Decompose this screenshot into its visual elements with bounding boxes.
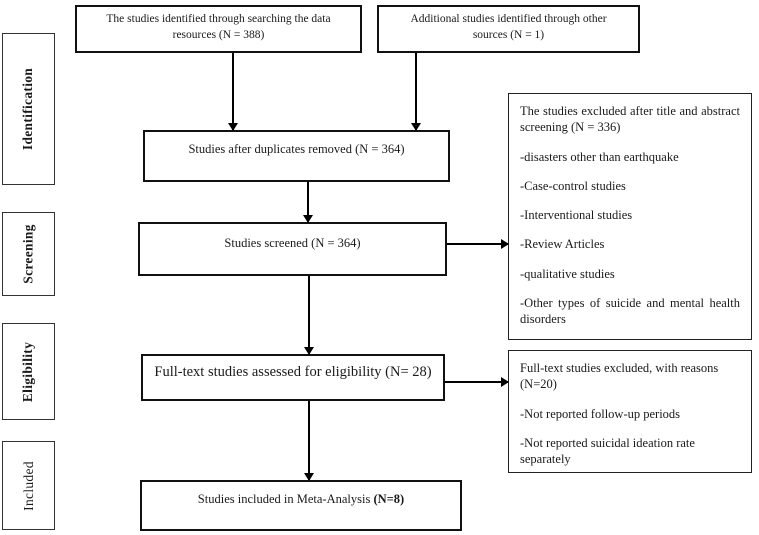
phase-label-text: Included: [20, 460, 36, 511]
box-additional-studies: Additional studies identified through ot…: [377, 5, 640, 53]
exclusion-item: -Not reported suicidal ideation rate sep…: [520, 435, 695, 466]
exclusion-header: The studies excluded after title and abs…: [520, 104, 740, 135]
arrow-screened-to-excluded: [447, 243, 508, 245]
box-excluded-fulltext: Full-text studies excluded, with reasons…: [508, 350, 752, 473]
phase-label-text: Identification: [20, 67, 36, 151]
exclusion-item: -Case-control studies: [520, 178, 626, 193]
phase-label-screening: Screening: [2, 212, 55, 296]
phase-label-included: Included: [2, 441, 55, 530]
box-text: Full-text studies assessed for eligibili…: [154, 364, 432, 380]
box-fulltext-assessed: Full-text studies assessed for eligibili…: [141, 354, 445, 401]
phase-label-text: Screening: [20, 224, 36, 284]
arrow-source1-to-duplicates: [232, 53, 234, 130]
arrow-duplicates-to-screened: [307, 182, 309, 222]
box-excluded-title-abstract: The studies excluded after title and abs…: [508, 93, 752, 340]
box-duplicates-removed: Studies after duplicates removed (N = 36…: [143, 130, 450, 182]
exclusion-item: -Not reported follow-up periods: [520, 406, 681, 421]
exclusion-item: -Interventional studies: [520, 208, 633, 222]
box-text: Studies after duplicates removed (N = 36…: [188, 142, 405, 156]
exclusion-item: -disasters other than earthquake: [520, 149, 679, 164]
exclusion-item: -qualitative studies: [520, 266, 615, 281]
arrow-eligibility-to-included: [308, 401, 310, 480]
box-text: Additional studies identified through ot…: [410, 13, 607, 41]
exclusion-item: -Review Articles: [520, 237, 605, 252]
box-text: The studies identified through searching…: [106, 13, 331, 41]
box-studies-identified: The studies identified through searching…: [75, 5, 362, 53]
box-text: Studies screened (N = 364): [224, 236, 361, 250]
arrow-source2-to-duplicates: [415, 53, 417, 130]
box-included-meta-analysis: Studies included in Meta-Analysis (N=8): [140, 480, 462, 531]
exclusion-item: -Other types of suicide and mental healt…: [520, 295, 740, 326]
box-studies-screened: Studies screened (N = 364): [138, 222, 447, 276]
phase-label-text: Eligibility: [20, 341, 36, 402]
exclusion-header: Full-text studies excluded, with reasons…: [520, 361, 719, 392]
phase-label-eligibility: Eligibility: [2, 323, 55, 420]
box-text: Studies included in Meta-Analysis: [197, 492, 374, 506]
box-text-bold-n: (N=8): [373, 492, 405, 506]
arrow-eligibility-to-excluded: [445, 381, 508, 383]
arrow-screened-to-eligibility: [308, 276, 310, 354]
phase-label-identification: Identification: [2, 33, 55, 185]
